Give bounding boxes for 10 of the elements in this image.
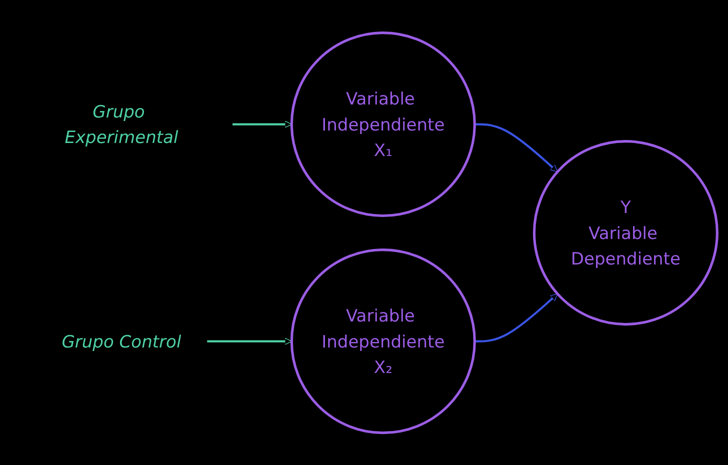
arrow <box>474 293 558 342</box>
arrow <box>206 337 292 345</box>
diagram: Grupo Experimental Variable Independiente X₁ Grupo Control Variable Independiente X₂ Y Variable Dependiente <box>4 26 724 440</box>
arrow <box>474 122 558 172</box>
node-text: Grupo Experimental <box>64 101 178 147</box>
node-circle <box>290 31 476 217</box>
node-circle <box>532 140 718 326</box>
arrow <box>232 120 292 128</box>
node-circle <box>290 248 476 434</box>
node-text: Grupo Control <box>62 330 182 352</box>
